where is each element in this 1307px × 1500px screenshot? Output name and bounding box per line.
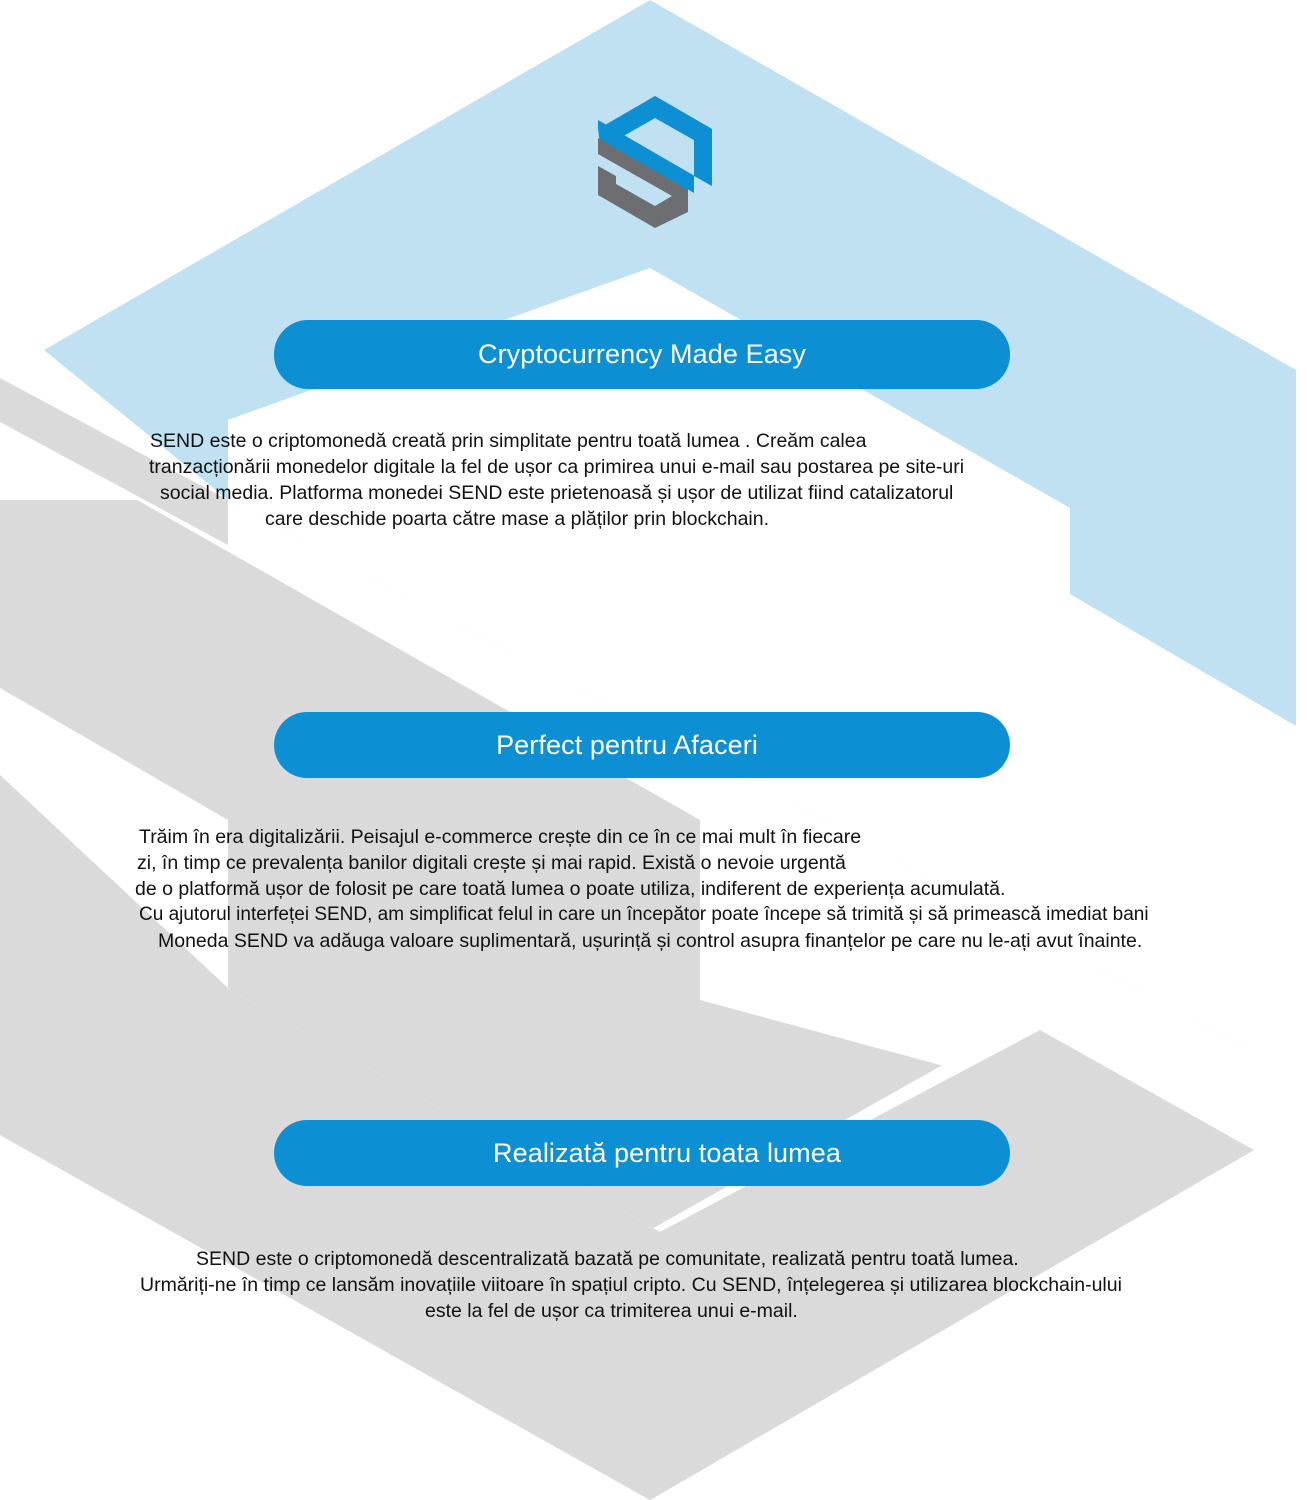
- heading-cryptocurrency-made-easy: Cryptocurrency Made Easy: [274, 320, 1010, 389]
- paragraph-line: Urmăriți-ne în timp ce lansăm inovațiile…: [140, 1274, 1122, 1296]
- heading-perfect-pentru-afaceri: Perfect pentru Afaceri: [274, 712, 1010, 778]
- white-cutout-upper: [0, 268, 1296, 1075]
- white-cutout-gray-left: [0, 378, 228, 545]
- gray-lower-strip: [0, 775, 1254, 1500]
- logo-blue-top: [598, 96, 712, 194]
- paragraph-line: Moneda SEND va adăuga valoare suplimenta…: [158, 930, 1143, 952]
- paragraph-line: social media. Platforma monedei SEND est…: [160, 482, 954, 504]
- paragraph-line: zi, în timp ce prevalența banilor digita…: [137, 852, 846, 874]
- paragraph-line: este la fel de ușor ca trimiterea unui e…: [425, 1300, 798, 1322]
- heading-text: Realizată pentru toata lumea: [492, 1137, 841, 1168]
- heading-realizata-pentru-toata-lumea: Realizată pentru toata lumea: [274, 1120, 1010, 1186]
- paragraph-line: SEND este o criptomonedă creată prin sim…: [150, 430, 867, 452]
- send-s-logo-icon: [598, 96, 712, 228]
- paragraph-line: de o platformă ușor de folosit pe care t…: [135, 878, 1006, 900]
- heading-text: Cryptocurrency Made Easy: [477, 339, 807, 369]
- logo-gray-part: [598, 138, 688, 228]
- paragraph-line: Trăim în era digitalizării. Peisajul e-c…: [139, 826, 862, 848]
- paragraph-line: tranzacționării monedelor digitale la fe…: [149, 456, 965, 478]
- paragraph-line: care deschide poarta către mase a plățil…: [265, 508, 770, 530]
- paragraph-line: SEND este o criptomonedă descentralizată…: [196, 1248, 1019, 1270]
- paragraph-line: Cu ajutorul interfeței SEND, am simplifi…: [139, 904, 1149, 925]
- heading-text: Perfect pentru Afaceri: [496, 729, 758, 760]
